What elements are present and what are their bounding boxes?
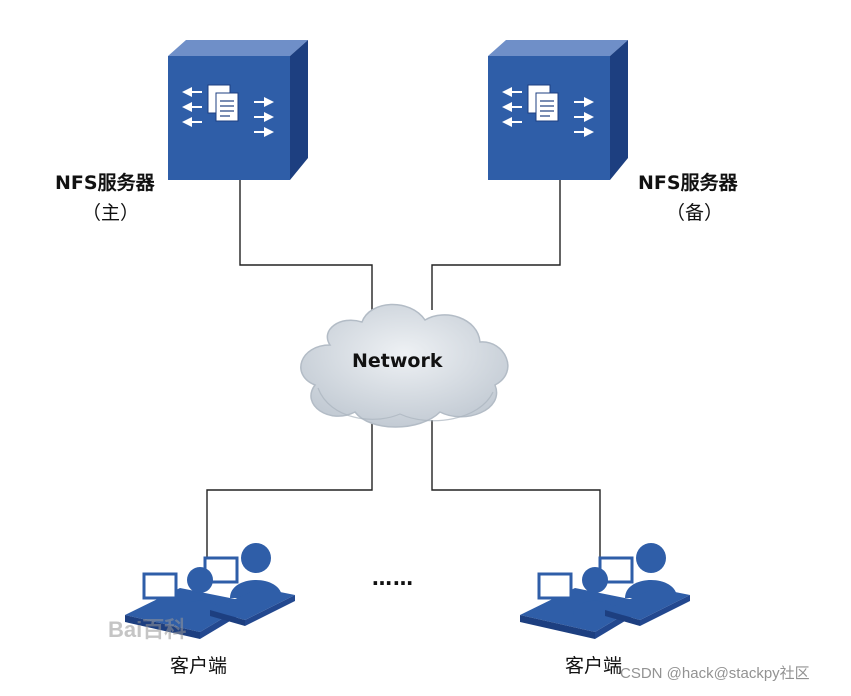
server-backup bbox=[488, 40, 628, 180]
server-backup-name: NFS服务器 bbox=[638, 172, 738, 194]
baidu-watermark: Bai百科 bbox=[108, 617, 187, 642]
csdn-watermark: CSDN @hack@stackpy社区 bbox=[620, 665, 810, 682]
server-primary-side bbox=[290, 40, 308, 180]
monitor-icon bbox=[598, 556, 634, 584]
ellipsis-text: …… bbox=[372, 566, 414, 590]
server-backup-top bbox=[488, 40, 628, 56]
server-backup-role: （备） bbox=[666, 202, 724, 224]
link-client-left bbox=[206, 420, 373, 575]
server-primary-name: NFS服务器 bbox=[55, 172, 155, 194]
user-icon bbox=[178, 567, 222, 615]
server-primary bbox=[168, 40, 308, 180]
server-backup-side bbox=[610, 40, 628, 180]
client-group-right bbox=[520, 543, 690, 639]
arrow-icon bbox=[182, 87, 274, 137]
network-cloud bbox=[300, 303, 509, 428]
client-group-left bbox=[125, 543, 295, 639]
client-right-label: 客户端 bbox=[565, 655, 623, 677]
client-left-label: 客户端 bbox=[170, 655, 228, 677]
monitor-icon bbox=[142, 572, 178, 600]
arrow-icon bbox=[502, 87, 594, 137]
server-primary-role: （主） bbox=[82, 202, 140, 224]
server-primary-top bbox=[168, 40, 308, 56]
network-label: Network bbox=[352, 350, 443, 372]
monitor-icon bbox=[537, 572, 573, 600]
link-backup-server bbox=[431, 172, 561, 310]
link-primary-server bbox=[239, 172, 373, 310]
link-client-right bbox=[431, 420, 601, 575]
